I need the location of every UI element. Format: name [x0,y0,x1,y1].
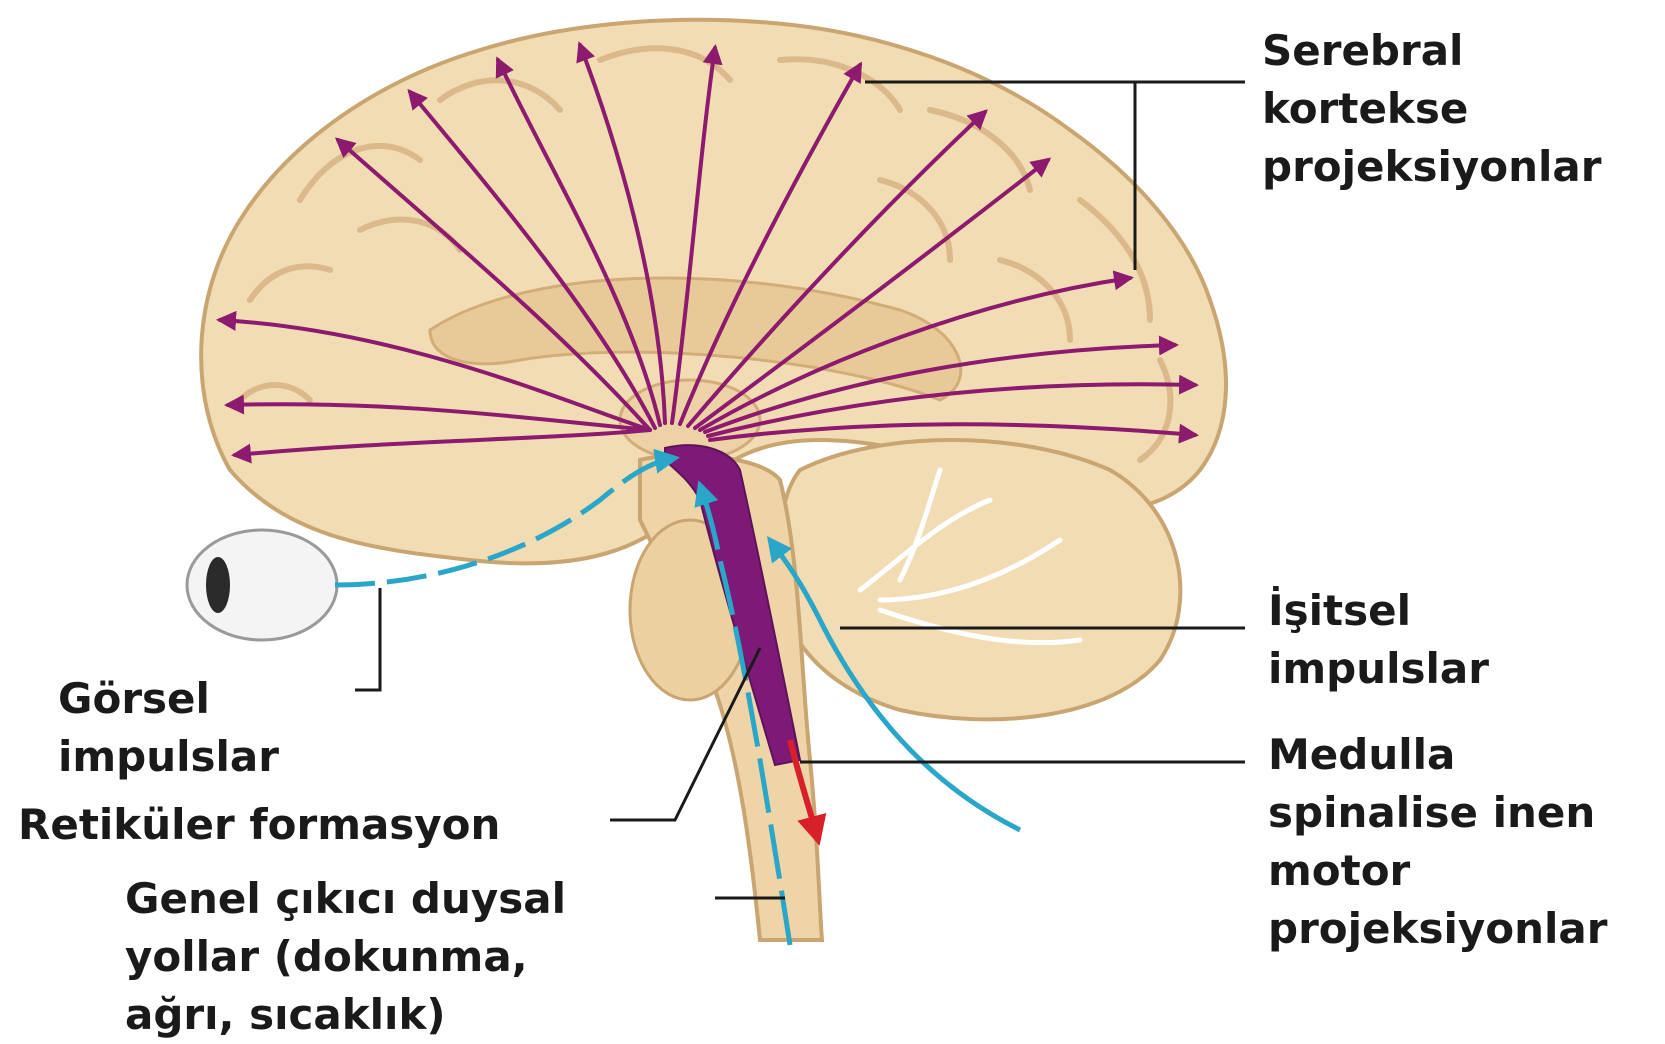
leader-visual [355,588,380,690]
label-cortex-projections: Serebral kortekse projeksiyonlar [1262,22,1601,196]
label-line: motor [1268,842,1607,900]
label-line: kortekse [1262,80,1601,138]
label-line: İşitsel [1268,582,1489,640]
label-line: spinalise inen [1268,784,1607,842]
label-auditory-impulses: İşitsel impulslar [1268,582,1489,698]
label-motor-projections: Medulla spinalise inen motor projeksiyon… [1268,726,1607,958]
label-line: projeksiyonlar [1268,900,1607,958]
label-line: Genel çıkıcı duysal [125,870,566,928]
label-line: Medulla [1268,726,1607,784]
eye-icon [187,530,337,640]
label-line: projeksiyonlar [1262,138,1601,196]
label-line: impulslar [1268,640,1489,698]
label-line: ağrı, sıcaklık) [125,986,566,1044]
label-line: impulslar [58,728,279,786]
label-line: yollar (dokunma, [125,928,566,986]
label-line: Serebral [1262,22,1601,80]
label-line: Görsel [58,670,279,728]
label-visual-impulses: Görsel impulslar [58,670,279,786]
label-line: Retiküler formasyon [18,796,500,854]
label-reticular-formation: Retiküler formasyon [18,796,500,854]
label-ascending-sensory: Genel çıkıcı duysal yollar (dokunma, ağr… [125,870,566,1044]
